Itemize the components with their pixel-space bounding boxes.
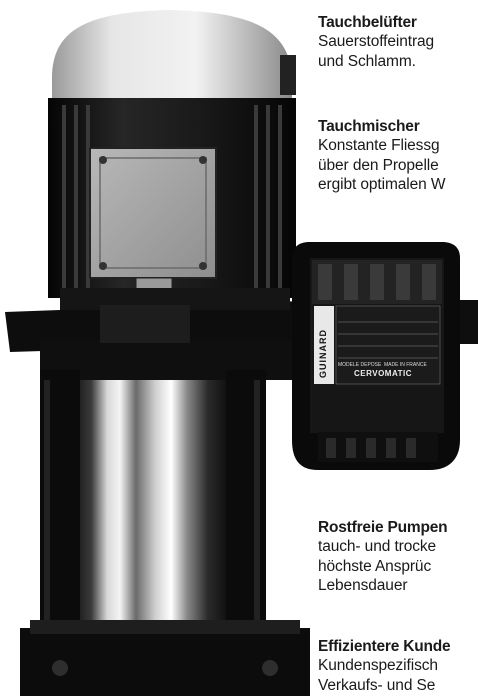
terminal-box: [89, 147, 217, 279]
section-line: Sauerstoffeintrag: [318, 33, 435, 50]
section-line: tauch- und trocke: [318, 538, 437, 555]
section-line: Konstante Fliessg: [318, 137, 440, 154]
section-line: ergibt optimalen W: [318, 176, 446, 193]
section-tauchbelufter: Tauchbelüfter Sauerstoffeintrag und Schl…: [318, 13, 478, 71]
section-line: über den Propelle: [318, 156, 439, 174]
section-heading: Tauchbelüfter: [318, 14, 417, 31]
brevete-label: MODELE DEPOSE: [338, 362, 382, 368]
section-rostfreie-pumpen: Rostfreie Pumpen tauch- und trocke höchs…: [318, 518, 478, 596]
section-heading: Tauchmischer: [318, 118, 420, 135]
brand-label: GUINARD: [314, 308, 334, 382]
section-line: Lebensdauer: [318, 577, 408, 594]
pump-cylinder: [72, 380, 232, 630]
section-line: Kundenspezifisch: [318, 657, 438, 674]
made-in-label: MADE IN FRANCE: [384, 362, 427, 368]
section-line: höchste Ansprüc: [318, 557, 432, 575]
section-effizientere-kunde: Effizientere Kunde Kundenspezifisch Verk…: [318, 637, 478, 695]
section-heading: Rostfreie Pumpen: [318, 519, 448, 536]
controller-unit: [292, 242, 460, 470]
model-label: CERVOMATIC: [354, 369, 413, 378]
section-line: Verkaufs- und Se: [318, 676, 436, 694]
section-line: und Schlamm.: [318, 52, 416, 70]
motor-fan-cover: [52, 10, 292, 100]
brand-text: GUINARD: [318, 329, 328, 378]
section-tauchmischer: Tauchmischer Konstante Fliessg über den …: [318, 117, 478, 195]
section-heading: Effizientere Kunde: [318, 638, 451, 655]
pump-base: [20, 628, 310, 696]
